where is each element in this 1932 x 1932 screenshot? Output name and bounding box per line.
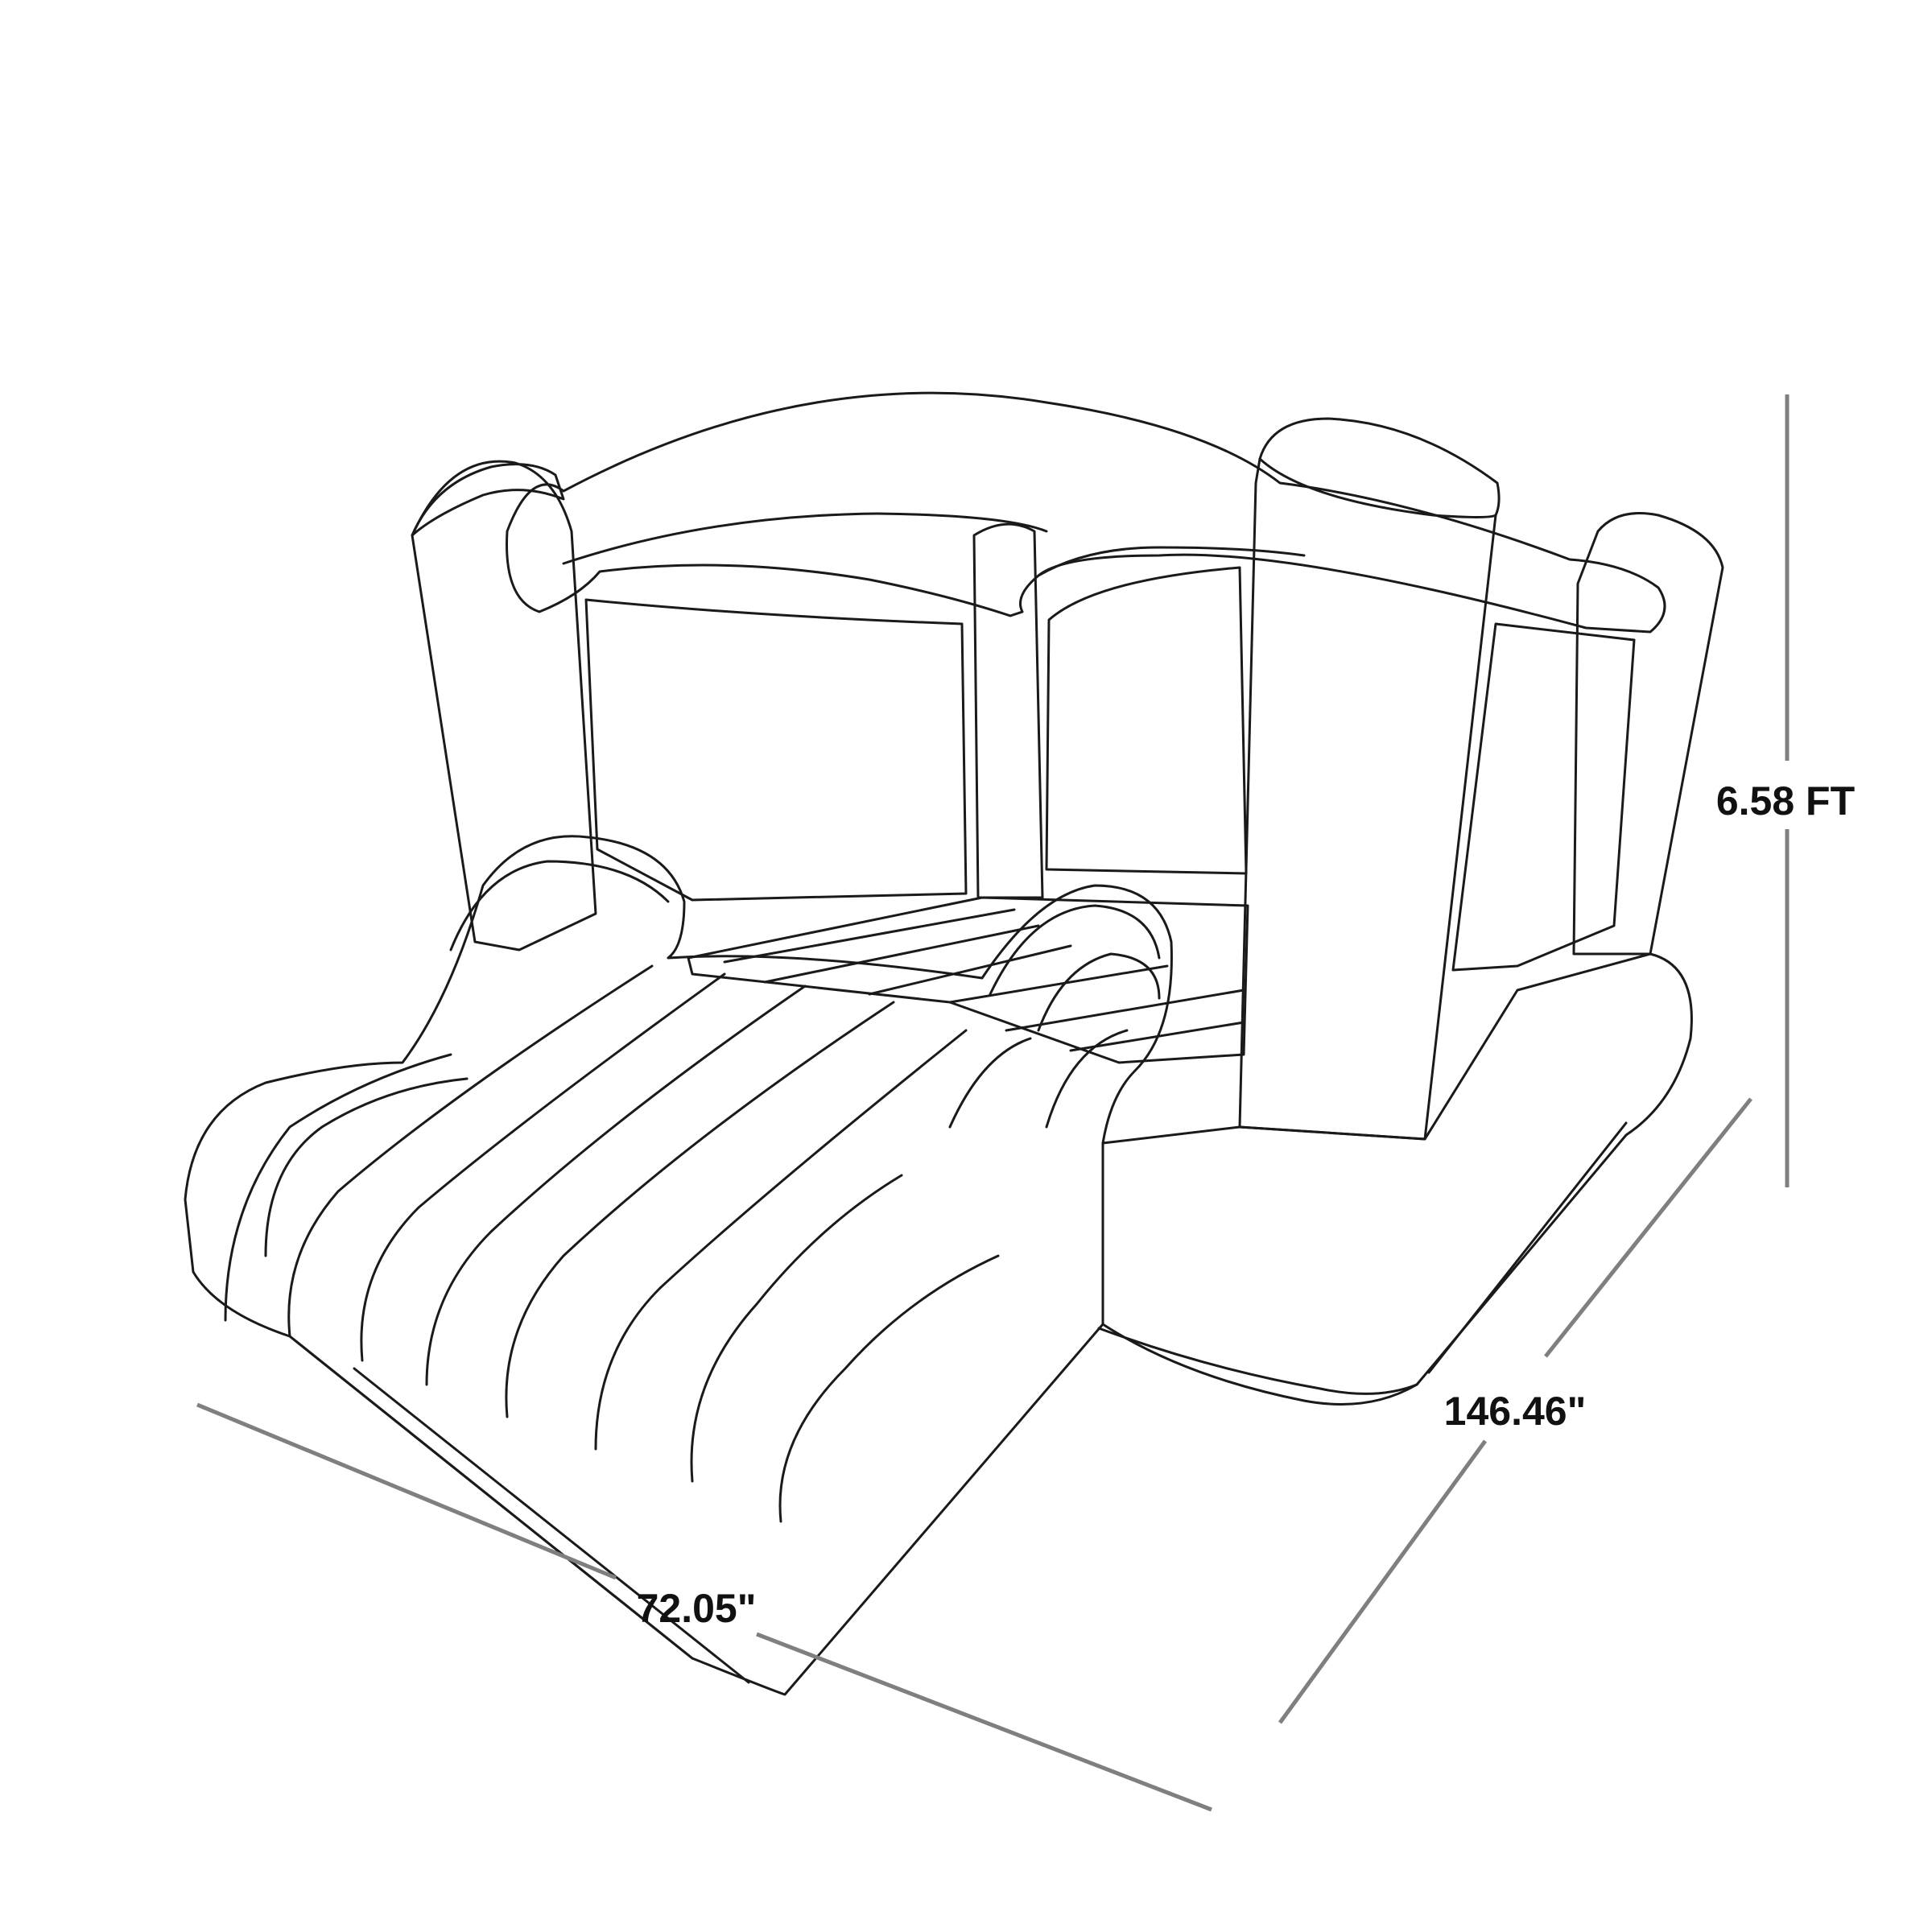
length-dimension-line-top	[1544, 1097, 1752, 1358]
top-arch	[506, 391, 1666, 634]
right-back-pillar	[1572, 512, 1724, 956]
front-pillar	[1238, 417, 1501, 1141]
base-platform	[1101, 952, 1693, 1406]
right-mesh-panel	[1451, 622, 1636, 972]
slide	[184, 835, 1173, 1696]
bounce-floor	[687, 896, 1249, 1064]
length-dimension-line-bottom	[1278, 1439, 1488, 1724]
bounce-house-illustration	[184, 391, 1724, 1696]
width-dimension-line-left	[196, 1402, 617, 1580]
dimension-lines	[196, 394, 1790, 1812]
length-label: 146.46"	[1444, 1389, 1587, 1434]
height-label: 6.58 FT	[1716, 778, 1855, 824]
width-dimension-line-right	[756, 1632, 1212, 1812]
left-back-pillar	[411, 460, 597, 952]
width-label: 72.05"	[637, 1586, 757, 1631]
left-mesh-panel	[584, 598, 968, 902]
center-mesh-panel	[1045, 566, 1248, 875]
center-pillar	[972, 522, 1044, 899]
